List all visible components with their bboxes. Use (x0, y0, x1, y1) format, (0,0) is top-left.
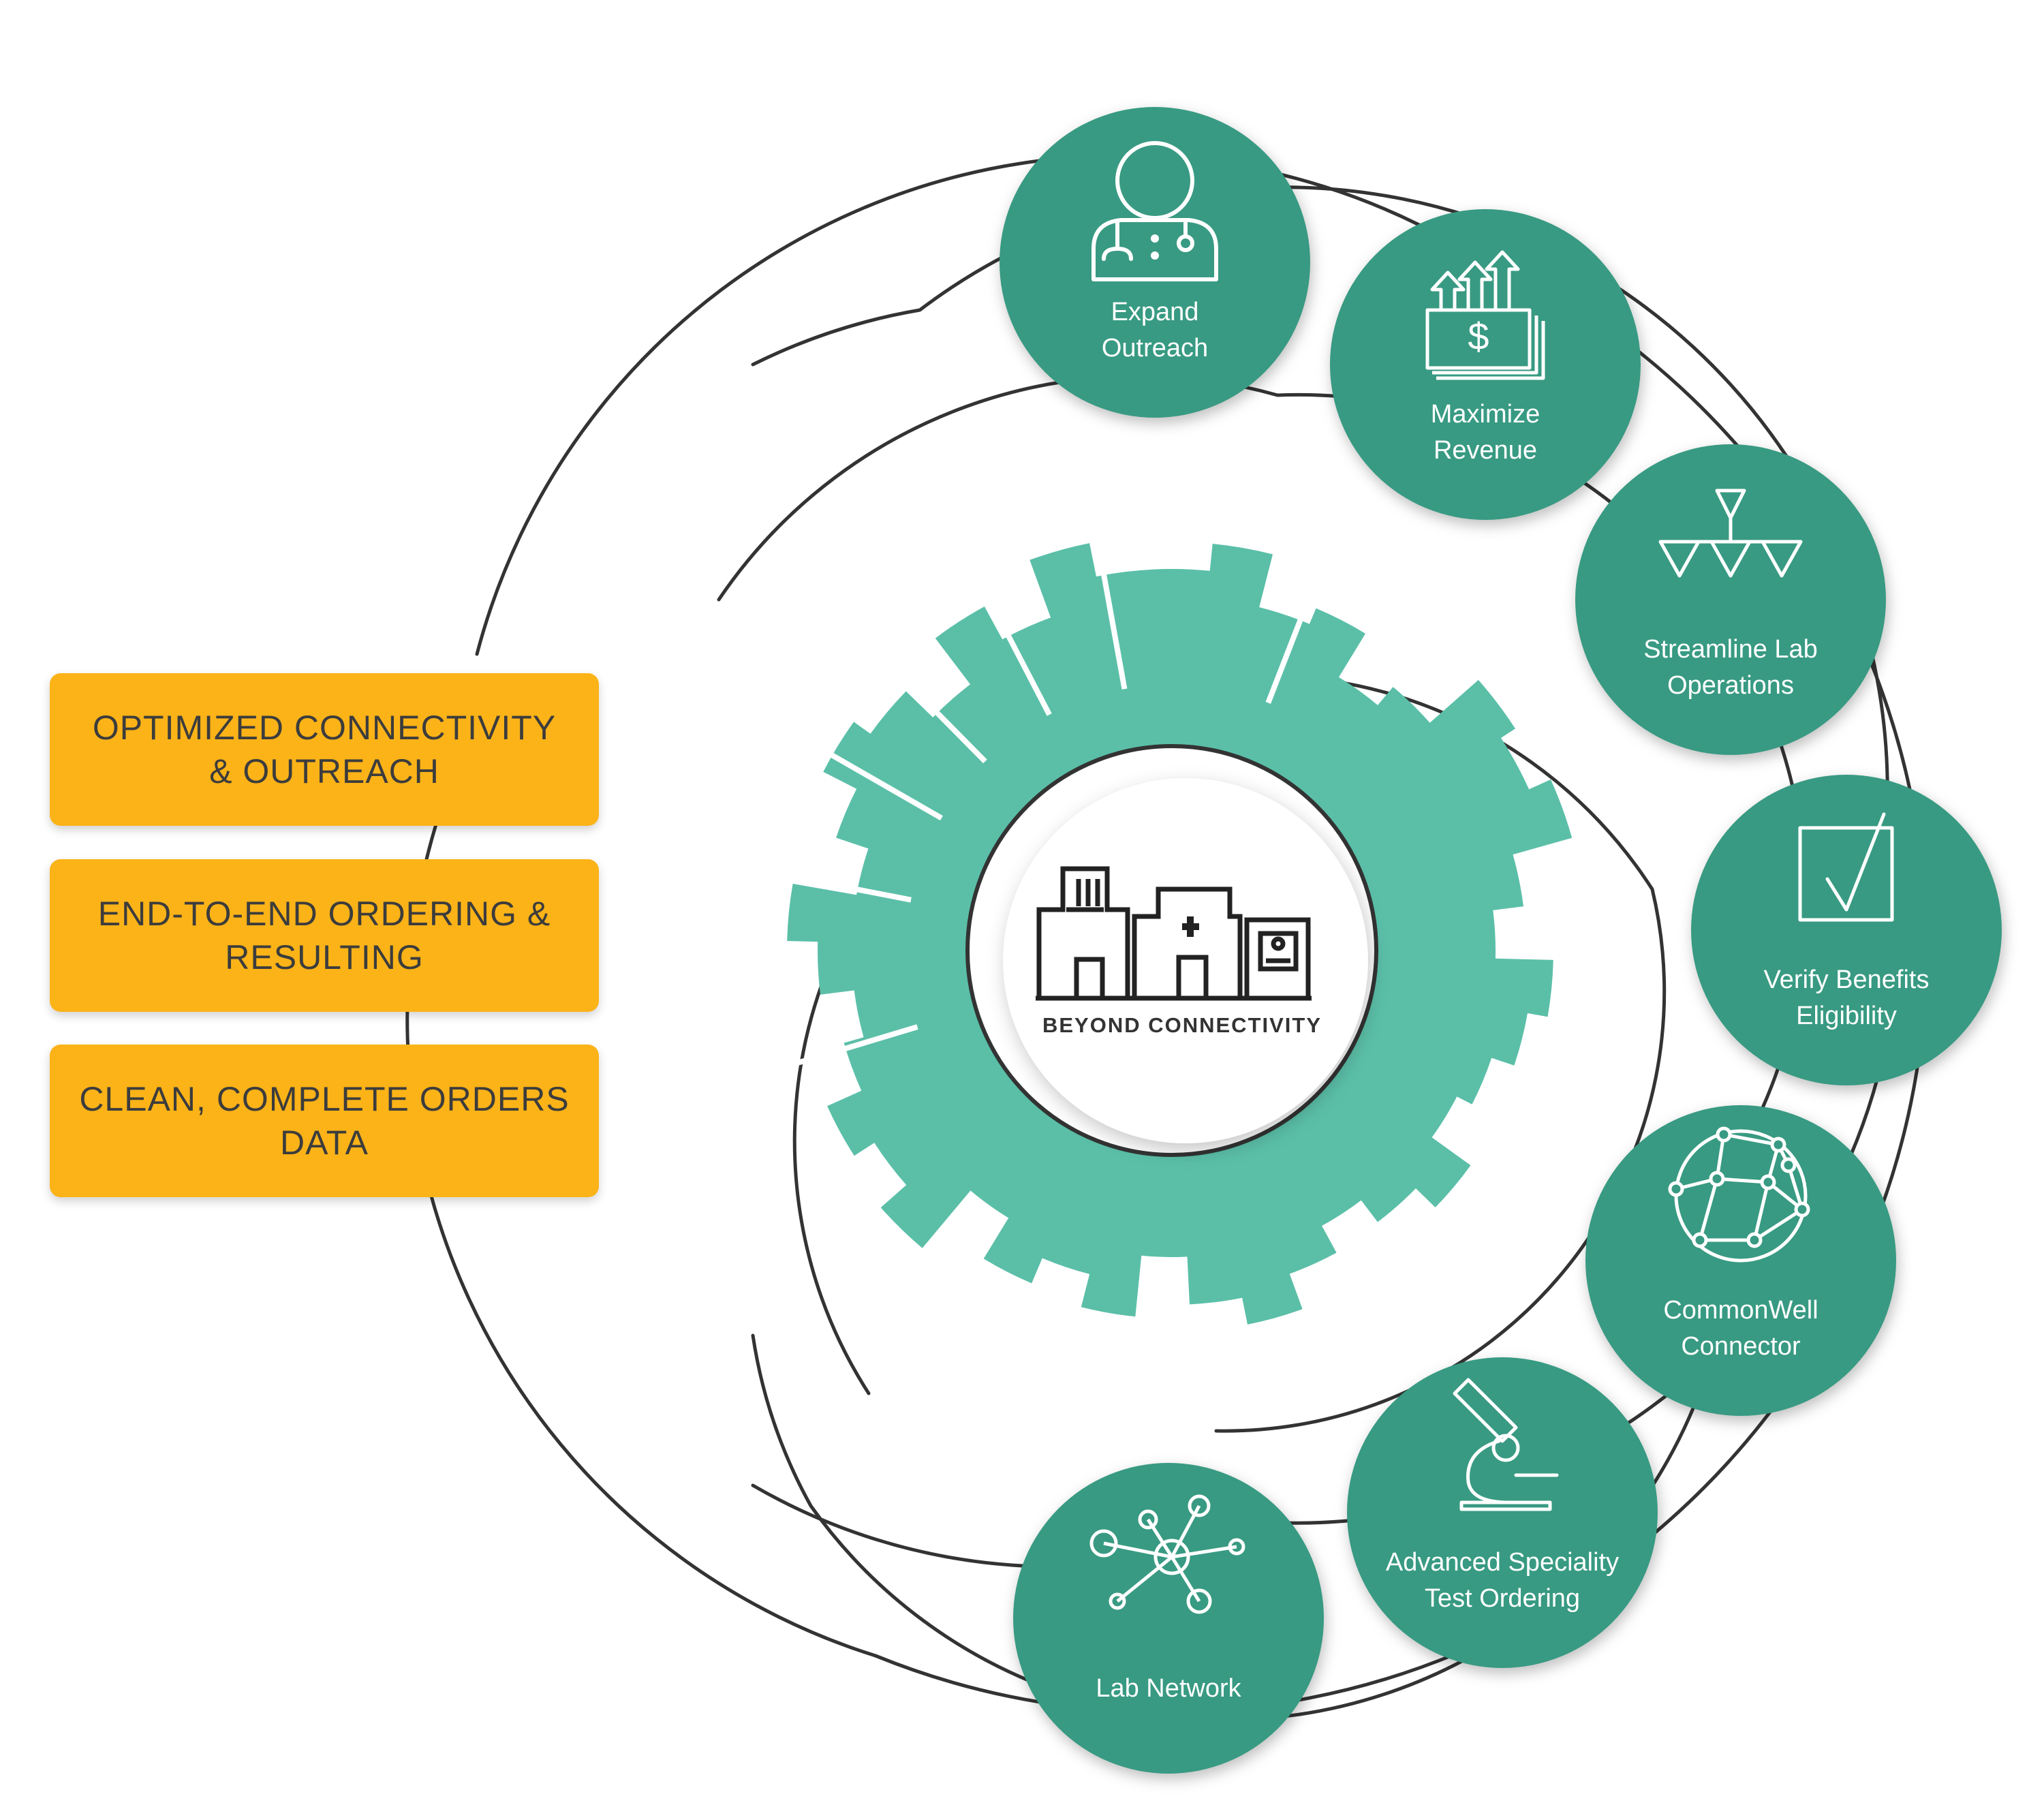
pill-clean-orders-data: CLEAN, COMPLETE ORDERS DATA (50, 1045, 599, 1197)
node-label-line2: Eligibility (1796, 1002, 1897, 1030)
node-label-line2: Operations (1667, 671, 1794, 700)
pill-label: OPTIMIZED CONNECTIVITY & OUTREACH (92, 709, 557, 790)
node-circle (1330, 209, 1641, 520)
node-label-line2: Outreach (1102, 334, 1208, 362)
gear-slit (980, 586, 1052, 716)
money-growth-icon: $ (1425, 250, 1545, 380)
center-label: BEYOND CONNECTIVITY (1042, 1013, 1322, 1037)
node-lab-network: Lab Network (1013, 1463, 1324, 1774)
node-label-line2: Test Ordering (1425, 1584, 1580, 1613)
gear-slit (882, 658, 987, 764)
node-circle (1575, 444, 1886, 755)
gear-slit (1265, 568, 1323, 704)
node-circle (1347, 1357, 1658, 1668)
gear-slit (816, 744, 943, 821)
node-label-line2: Connector (1681, 1332, 1801, 1361)
node-label-line1: Maximize (1431, 400, 1540, 429)
node-label-line1: Streamline Lab (1643, 635, 1818, 664)
node-label-line1: Lab Network (1096, 1674, 1241, 1703)
globe-network-icon (1668, 1126, 1810, 1263)
center-emblem: BEYOND CONNECTIVITY (965, 743, 1379, 1158)
node-circle (1013, 1463, 1324, 1774)
node-label-line1: Verify Benefits (1764, 966, 1930, 994)
node-circle (1691, 775, 2002, 1085)
node-label-line1: Expand (1111, 298, 1199, 326)
hospital-buildings-icon (1036, 866, 1312, 1001)
node-circle (1000, 107, 1310, 418)
gear-slits (770, 547, 1323, 1071)
gear-slit (779, 1024, 918, 1071)
microscope-icon (1453, 1378, 1559, 1511)
outer-nodes: ExpandOutreach$MaximizeRevenueStreamline… (1000, 107, 2002, 1774)
pill-label: END-TO-END ORDERING & RESULTING (97, 895, 551, 976)
node-label-line1: CommonWell (1663, 1296, 1818, 1325)
node-label-line1: Advanced Speciality (1386, 1548, 1619, 1577)
hierarchy-icon (1658, 489, 1803, 578)
node-label-line2: Revenue (1434, 436, 1537, 465)
svg-text:$: $ (1468, 315, 1489, 358)
gear-slit (770, 869, 912, 903)
gear-slit (1096, 547, 1128, 690)
pill-label: CLEAN, COMPLETE ORDERS DATA (79, 1080, 570, 1162)
pill-end-to-end-ordering: END-TO-END ORDERING & RESULTING (50, 859, 599, 1012)
network-hub-icon (1089, 1494, 1245, 1614)
doctor-icon (1091, 141, 1218, 281)
checkbox-icon (1798, 812, 1894, 922)
center-disc (1003, 778, 1368, 1143)
pill-optimized-connectivity: OPTIMIZED CONNECTIVITY & OUTREACH (50, 673, 599, 826)
